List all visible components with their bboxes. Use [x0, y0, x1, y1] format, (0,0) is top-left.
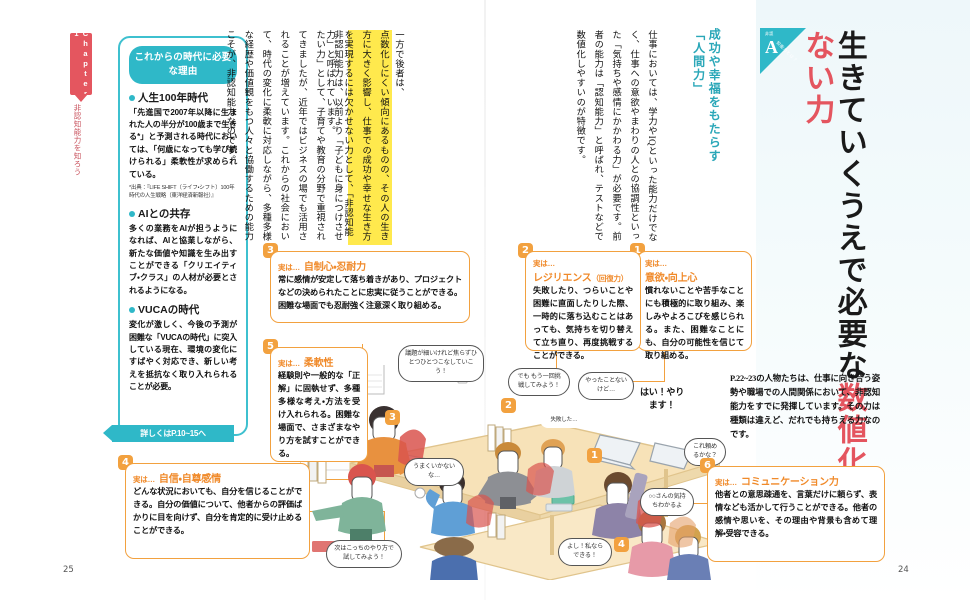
blue-box-item-3-title: VUCAの時代	[129, 303, 237, 317]
person-1	[592, 472, 648, 539]
speech-bubble-2: でも もう一回挑戦してみよう！	[508, 368, 570, 396]
blue-box-item-2-body: 多くの業務をAIが担うようになれば、AIと協業しながら、新たな価値や知識を生み出…	[129, 223, 237, 295]
card-3-title: 自制心・忍耐力	[303, 262, 366, 273]
person-5b	[425, 471, 478, 581]
card-5-kicker: 実は…	[278, 359, 300, 368]
speech-bubble-1: やったことないけど…	[578, 372, 634, 400]
card-3: 実は… 自制心・忍耐力 常に感情が安定して落ち着きがあり、プロジェクトなどの決め…	[270, 251, 470, 323]
blue-box-item-1-title: 人生100年時代	[129, 91, 237, 105]
page-number-right: 24	[898, 565, 909, 575]
card-2-kicker: 実は…	[533, 259, 555, 268]
illustration-badge-4: 4	[614, 537, 629, 552]
person-5a	[312, 464, 386, 543]
headline-subtitle-line2: 「人間力」	[691, 28, 706, 96]
card-1-kicker: 実は…	[645, 259, 667, 268]
speech-bubble-1b: はい！やります！	[640, 387, 685, 411]
blue-box-item-3: VUCAの時代 変化が激しく、今後の予測が困難な「VUCAの時代」に突入している…	[129, 303, 237, 394]
card-5: 実は… 柔軟性 経験則や一般的な「正解」に固執せず、多種多様な考え・方法を受け入…	[270, 347, 368, 462]
body-text-column-2-plain: 一方で後者は、	[394, 30, 404, 98]
illustration-badge-2: 2	[501, 398, 516, 413]
card-4-title: 自信・自尊感情	[158, 474, 221, 485]
card-5-body: 経験則や一般的な「正解」に固執せず、多種多様な考え・方法を受け入れられる。困難な…	[278, 371, 360, 458]
card-5-title: 柔軟性	[303, 358, 334, 369]
blue-box-header: これからの時代に必要な理由	[129, 46, 237, 84]
card-4-body: どんな状況においても、自分を信じることができる。自分の価値について、他者からの評…	[133, 487, 302, 535]
bullet-dot-icon	[129, 210, 135, 217]
blue-box-item-1: 人生100年時代 「先進国で2007年以降に生まれた人の半分が100歳まで生きる…	[129, 91, 237, 201]
chapter-tab: Chapter 1	[70, 29, 92, 99]
connector-2	[556, 352, 558, 380]
blue-box-item-1-body: 「先進国で2007年以降に生まれた人の半分が100歳まで生きる*」と予測される時…	[129, 107, 237, 179]
blue-box-item-2: AIとの共存 多くの業務をAIが担うようになれば、AIと協業しながら、新たな価値…	[129, 207, 237, 298]
blue-info-box: これからの時代に必要な理由 人生100年時代 「先進国で2007年以降に生まれた…	[118, 36, 248, 436]
speech-bubble-2b: 失敗した…	[540, 412, 588, 429]
connector-1	[664, 352, 666, 382]
badge-letter: A	[765, 37, 778, 57]
connector-1b	[620, 381, 665, 383]
speech-bubble-3: 議題が細いけれど焦らずひとつひとつこなしていこう！	[398, 345, 484, 382]
card-3-kicker: 実は…	[278, 263, 300, 272]
blue-box-item-2-title: AIとの共存	[129, 207, 237, 221]
bullet-dot-icon	[129, 307, 135, 314]
page-title: 生きていくうえで必要な数値化できない力	[800, 30, 865, 550]
speech-bubble-4: よし！私ならできる！	[558, 538, 612, 566]
lead-paragraph: P.22~23の人物たちは、仕事に向き合う姿勢や職場での人間関係において、非認知…	[730, 374, 880, 439]
card-3-body: 常に感情が安定して落ち着きがあり、プロジェクトなどの決められたことに忠実に従うこ…	[278, 275, 462, 310]
page-number-left: 25	[63, 565, 74, 575]
spine-divider	[484, 0, 486, 600]
connector-5b	[312, 479, 372, 481]
card-2-subtitle: （回復力）	[591, 274, 629, 283]
card-2: 実は… レジリエンス（回復力） 失敗したり、つらいことや困難に直面したりした際、…	[525, 251, 641, 360]
speech-bubble-6: ○○さんの気持ちわかるよ	[640, 488, 694, 516]
card-1-body: 慣れないことや苦手なことにも積極的に取り組み、楽しみやよろこびを感じられる。また…	[645, 286, 744, 360]
card-6-kicker: 実は…	[715, 478, 737, 487]
body-text-column-1: 仕事においては、学力やIQといった能力だけでなく、仕事への意欲やまわりの人との協…	[575, 30, 657, 243]
card-1-title: 意欲・向上心	[645, 273, 698, 284]
section-badge-a: 非認 A 知能力とは？	[760, 28, 806, 74]
bullet-dot-icon	[129, 94, 135, 101]
card-2-title: レジリエンス（回復力）	[533, 273, 629, 284]
card-1: 実は… 意欲・向上心 慣れないことや苦手なことにも積極的に取り組み、楽しみやよろ…	[637, 251, 752, 360]
more-info-link[interactable]: 詳しくはP.10~15へ	[103, 425, 234, 442]
card-6-body: 他者との意思疎通を、言葉だけに頼らず、表情なども活かして行うことができる。他者の…	[715, 490, 877, 538]
headline-subtitle: 成功や幸福をもたらす 「人間力」	[690, 28, 722, 228]
blue-box-item-1-note: *出典：『LIFE SHIFT（ライフ・シフト）100年時代の人生戦略（東洋経済…	[129, 185, 235, 200]
card-6-title: コミュニケーション力	[740, 477, 839, 488]
speech-bubble-5b: 次はこっちのやり方で試してみよう！	[326, 540, 402, 568]
illustration-badge-1: 1	[587, 448, 602, 463]
headline-subtitle-line1: 成功や幸福をもたらす	[707, 28, 722, 163]
body-text-column-3: 非認知能力は、以前より「子どもに身につけさせたい力」として、子育てや教育の分野で…	[225, 30, 343, 242]
speech-bubble-5: うまくいかないな…	[404, 458, 464, 486]
badge-top-label: 非認	[765, 31, 774, 36]
headline-black: 生きていくうえで必要な	[832, 30, 866, 382]
illustration-badge-3: 3	[385, 410, 400, 425]
blue-box-item-3-body: 変化が激しく、今後の予測が困難な「VUCAの時代」に突入している現在、環境の変化…	[129, 320, 237, 392]
chapter-subtitle: 非認知能力を知ろう	[73, 104, 82, 176]
body-text-column-2-highlight: 点数化しにくい傾向にあるものの、その人の生き方に大きく影響し、仕事での成功や幸せ…	[325, 30, 392, 245]
card-4: 実は… 自信・自尊感情 どんな状況においても、自分を信じることができる。自分の価…	[125, 463, 310, 559]
card-4-kicker: 実は…	[133, 475, 155, 484]
card-6: 実は… コミュニケーション力 他者との意思疎通を、言葉だけに頼らず、表情なども活…	[707, 466, 885, 562]
chapter-tab-label: Chapter 1	[72, 29, 90, 99]
card-2-body: 失敗したり、つらいことや困難に直面したりした際、一時的に落ち込むことはあっても、…	[533, 286, 633, 360]
